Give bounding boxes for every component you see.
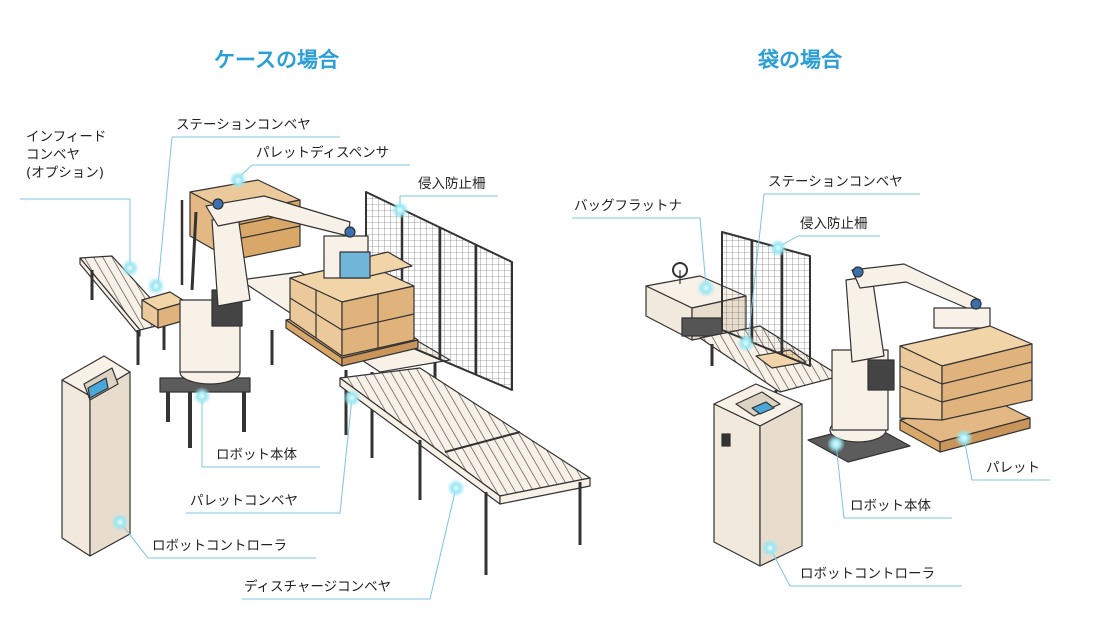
marker-discharge-conveyor xyxy=(447,479,465,497)
leader-lines xyxy=(20,136,1050,600)
label-pallet: パレット xyxy=(986,460,1040,476)
bag-palletizer-illustration xyxy=(645,231,1033,567)
marker-bag-safety-fence xyxy=(769,239,787,257)
label-bag-robot-body: ロボット本体 xyxy=(850,498,931,514)
case-robot xyxy=(159,195,371,448)
label-infeed-line2: コンベヤ xyxy=(26,147,80,163)
bag-robot xyxy=(807,263,991,463)
marker-bag-robot-body xyxy=(827,435,845,453)
label-bag-flattener: バッグフラットナ xyxy=(574,198,682,214)
marker-bag-station-conveyor xyxy=(737,334,755,352)
marker-bag-flattener xyxy=(697,279,715,297)
label-safety-fence: 侵入防止柵 xyxy=(418,176,486,192)
marker-safety-fence xyxy=(391,201,409,219)
label-bag-station-conveyor: ステーションコンベヤ xyxy=(768,174,903,190)
discharge-conveyor xyxy=(339,367,591,575)
bag-robot-controller xyxy=(713,383,803,567)
label-robot-controller: ロボットコントローラ xyxy=(152,538,287,554)
label-infeed-conveyor: インフィード コンベヤ (オプション) xyxy=(26,128,146,182)
label-bag-safety-fence: 侵入防止柵 xyxy=(800,216,868,232)
marker-robot-controller xyxy=(111,513,129,531)
bag-pallet-load xyxy=(899,325,1033,453)
label-infeed-line1: インフィード xyxy=(26,129,107,145)
label-robot-body: ロボット本体 xyxy=(216,447,297,463)
label-infeed-line3: (オプション) xyxy=(26,165,105,181)
markers xyxy=(111,171,973,557)
marker-pallet xyxy=(955,429,973,447)
marker-infeed-conveyor xyxy=(121,259,139,277)
case-section-title: ケースの場合 xyxy=(214,48,339,72)
bag-section-title: 袋の場合 xyxy=(758,48,842,72)
label-station-conveyor: ステーションコンベヤ xyxy=(176,117,311,133)
marker-pallet-dispenser xyxy=(229,171,247,189)
marker-bag-robot-controller xyxy=(761,539,779,557)
marker-pallet-conveyor xyxy=(343,389,361,407)
marker-robot-body xyxy=(193,387,211,405)
label-pallet-dispenser: パレットディスペンサ xyxy=(256,145,390,161)
label-bag-robot-controller: ロボットコントローラ xyxy=(800,566,935,582)
label-discharge-conveyor: ディスチャージコンベヤ xyxy=(244,579,392,595)
label-pallet-conveyor: パレットコンベヤ xyxy=(190,493,298,509)
case-palletizer-illustration xyxy=(61,179,591,575)
case-robot-controller xyxy=(61,355,131,557)
marker-station-conveyor xyxy=(147,277,165,295)
